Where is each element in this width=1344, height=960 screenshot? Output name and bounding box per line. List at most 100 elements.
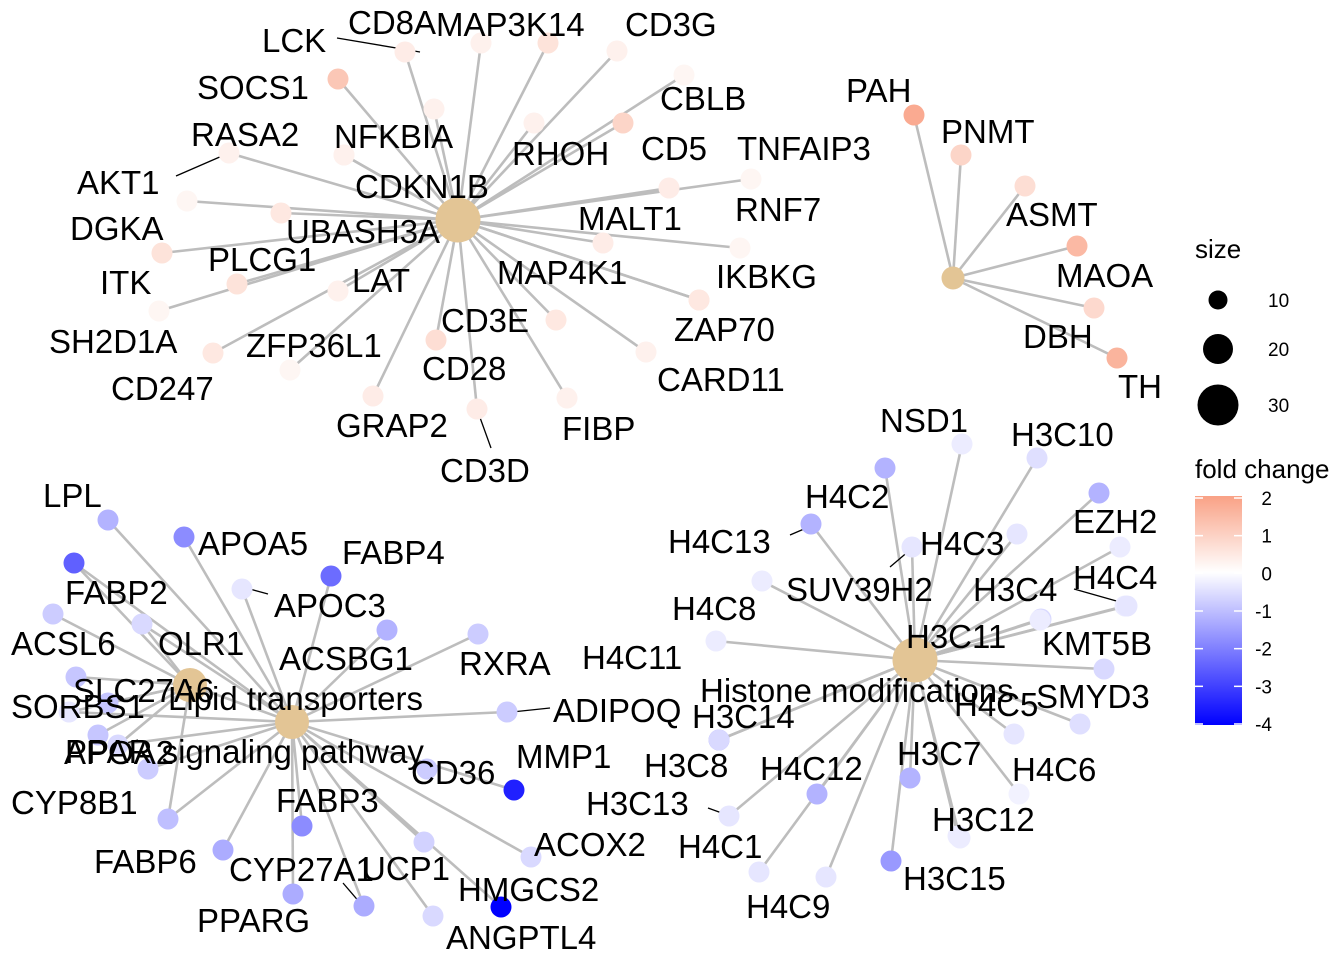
gene-node-NSD1 xyxy=(951,433,973,455)
edge xyxy=(809,523,917,661)
node-label-H4C3: H4C3 xyxy=(920,525,1004,562)
node-label-CARD11: CARD11 xyxy=(657,361,785,398)
node-label-RHOH: RHOH xyxy=(512,135,609,172)
size-legend-key xyxy=(1197,384,1239,426)
gene-node-PLCG1 xyxy=(226,273,248,295)
node-label-UCP1: UCP1 xyxy=(362,850,450,887)
gene-node-H3C10 xyxy=(1026,447,1048,469)
gene-node-APOC3 xyxy=(231,578,253,600)
edge xyxy=(457,50,618,221)
gene-node-FIBP xyxy=(556,387,578,409)
node-label-H3C11: H3C11 xyxy=(906,618,1006,655)
node-label-RASA2: RASA2 xyxy=(191,116,299,153)
edge xyxy=(97,683,191,737)
size-legend-label: 20 xyxy=(1268,340,1289,361)
gene-node-H3C7 xyxy=(899,767,921,789)
gene-node-MAP3K14 xyxy=(537,32,559,54)
node-label-H4C11: H4C11 xyxy=(582,639,682,676)
node-label-CD3E: CD3E xyxy=(441,302,529,339)
gene-node-CBLB xyxy=(673,64,695,86)
gene-node-DGKA xyxy=(176,190,198,212)
gene-node-CD3G xyxy=(606,40,628,62)
edge xyxy=(291,721,502,908)
edge xyxy=(457,121,624,222)
gene-node-H4C12 xyxy=(806,783,828,805)
gene-node-APOA2 xyxy=(107,734,129,756)
edge xyxy=(715,639,916,662)
edge xyxy=(456,42,550,221)
edge xyxy=(158,218,459,313)
gene-node-H4C2 xyxy=(874,457,896,479)
edge xyxy=(290,721,304,827)
gene-node-APOA1x xyxy=(87,724,109,746)
node-label-ACSL6: ACSL6 xyxy=(11,625,116,662)
node-label-PLCG1: PLCG1 xyxy=(208,241,316,278)
node-label-EZH2: EZH2 xyxy=(1073,503,1157,540)
node-label-LAT: LAT xyxy=(352,262,410,299)
gene-node-ANGPTL4 xyxy=(422,905,444,927)
edge xyxy=(280,211,459,222)
node-label-TH: TH xyxy=(1118,368,1162,405)
node-label-ZAP70: ZAP70 xyxy=(674,311,775,348)
edge xyxy=(824,659,917,878)
edge xyxy=(952,244,1078,280)
color-tick-label: 1 xyxy=(1261,527,1272,548)
edge xyxy=(75,675,191,687)
node-label-CD8A: CD8A xyxy=(348,4,436,41)
label-leader xyxy=(175,155,223,177)
edge xyxy=(52,612,191,687)
node-label-FABP2: FABP2 xyxy=(65,574,168,611)
hub-node-tcr xyxy=(435,197,481,243)
node-label-GRAP2: GRAP2 xyxy=(336,407,448,444)
gene-node-SH2D1A xyxy=(148,300,170,322)
gene-node-NFKBIA xyxy=(423,98,445,120)
node-label-CD3D: CD3D xyxy=(440,452,530,489)
gene-node-H2x1 xyxy=(1116,595,1138,617)
edge xyxy=(913,457,1039,661)
gene-node-TH xyxy=(1106,347,1128,369)
gene-node-MAOA xyxy=(1066,235,1088,257)
edge xyxy=(728,659,916,817)
node-label-hist: Histone modifications xyxy=(700,672,1014,709)
node-label-DGKA: DGKA xyxy=(70,210,164,247)
edge xyxy=(457,218,647,354)
edge xyxy=(182,536,294,723)
node-label-H4C4: H4C4 xyxy=(1073,559,1157,596)
size-legend-title: size xyxy=(1195,234,1241,264)
edge xyxy=(290,721,366,907)
edge xyxy=(189,683,293,724)
gene-node-H4C9 xyxy=(815,866,837,888)
gene-node-MMP1 xyxy=(503,779,525,801)
node-label-H4C2: H4C2 xyxy=(805,478,889,515)
edge xyxy=(291,720,532,859)
gene-node-MALT1 xyxy=(592,232,614,254)
node-label-CDKN1B: CDKN1B xyxy=(355,168,489,205)
hub-node-ppar xyxy=(173,668,207,702)
gene-node-FABP6 xyxy=(212,839,234,861)
node-label-MAP4K1: MAP4K1 xyxy=(497,254,627,291)
gene-node-H3C8 xyxy=(708,729,730,751)
gene-node-H4C1 xyxy=(748,861,770,883)
gene-node-IKBKG xyxy=(729,237,751,259)
gene-node-RASA2 xyxy=(218,142,240,164)
edge xyxy=(912,114,955,279)
gene-node-LAT xyxy=(327,280,349,302)
edge xyxy=(457,218,604,245)
edge xyxy=(914,658,1081,726)
node-label-RNF7: RNF7 xyxy=(735,191,821,228)
edge xyxy=(914,492,1100,661)
node-label-H4C5: H4C5 xyxy=(954,686,1038,723)
gene-node-FABP3 xyxy=(291,815,313,837)
node-label-H3C4: H3C4 xyxy=(973,571,1057,608)
node-label-LCK: LCK xyxy=(262,22,326,59)
node-label-lip: Lipid transporters xyxy=(168,680,423,717)
gene-node-ACSBG1 xyxy=(376,619,398,641)
node-label-H4C9: H4C9 xyxy=(746,888,830,925)
gene-node-H3C13 xyxy=(718,805,740,827)
node-label-LPL: LPL xyxy=(43,477,102,514)
node-label-CD36: CD36 xyxy=(411,754,495,791)
edge xyxy=(889,659,917,862)
gene-node-CD5 xyxy=(612,112,634,134)
edge xyxy=(952,276,1095,310)
